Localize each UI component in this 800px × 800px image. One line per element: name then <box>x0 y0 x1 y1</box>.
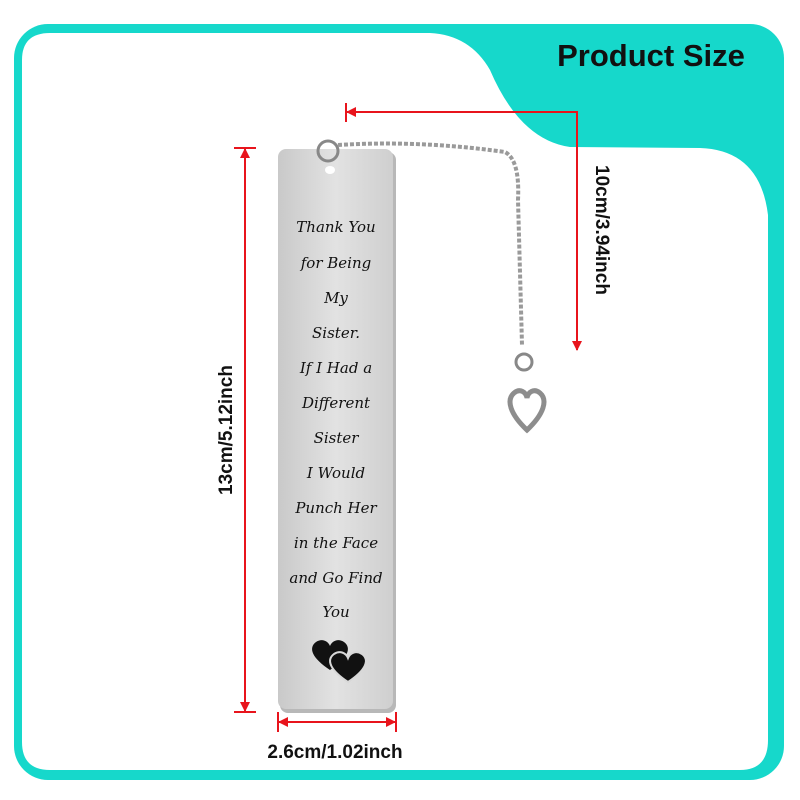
svg-text:Punch Her: Punch Her <box>294 499 377 517</box>
chain-dimension: 10cm/3.94inch <box>345 103 612 351</box>
svg-text:and Go Find: and Go Find <box>289 569 382 587</box>
chain-length-label: 10cm/3.94inch <box>591 165 612 295</box>
width-label: 2.6cm/1.02inch <box>267 742 402 763</box>
svg-text:You: You <box>322 603 349 621</box>
jump-ring <box>316 139 340 163</box>
svg-text:in the Face: in the Face <box>294 534 378 552</box>
title: Product Size <box>557 38 745 73</box>
svg-text:Sister.: Sister. <box>312 324 360 342</box>
svg-text:I Would: I Would <box>306 464 365 482</box>
bookmark-hole <box>325 166 335 174</box>
svg-text:Sister: Sister <box>314 429 360 447</box>
svg-text:If I Had a: If I Had a <box>299 359 372 377</box>
double-heart-icon <box>312 640 367 684</box>
bookmark: Thank You for Being My Sister. If I Had … <box>278 139 396 713</box>
svg-text:for Being: for Being <box>300 254 371 272</box>
charm-ring <box>514 352 534 372</box>
heart-charm-icon <box>507 388 547 434</box>
svg-text:My: My <box>323 289 348 307</box>
height-label: 13cm/5.12inch <box>216 365 237 495</box>
height-dimension: 13cm/5.12inch <box>216 147 256 713</box>
chain <box>337 141 524 346</box>
engraved-text: Thank You for Being My Sister. If I Had … <box>289 218 382 621</box>
width-dimension: 2.6cm/1.02inch <box>267 712 403 763</box>
svg-text:Thank You: Thank You <box>296 218 375 236</box>
svg-text:Different: Different <box>301 394 371 412</box>
